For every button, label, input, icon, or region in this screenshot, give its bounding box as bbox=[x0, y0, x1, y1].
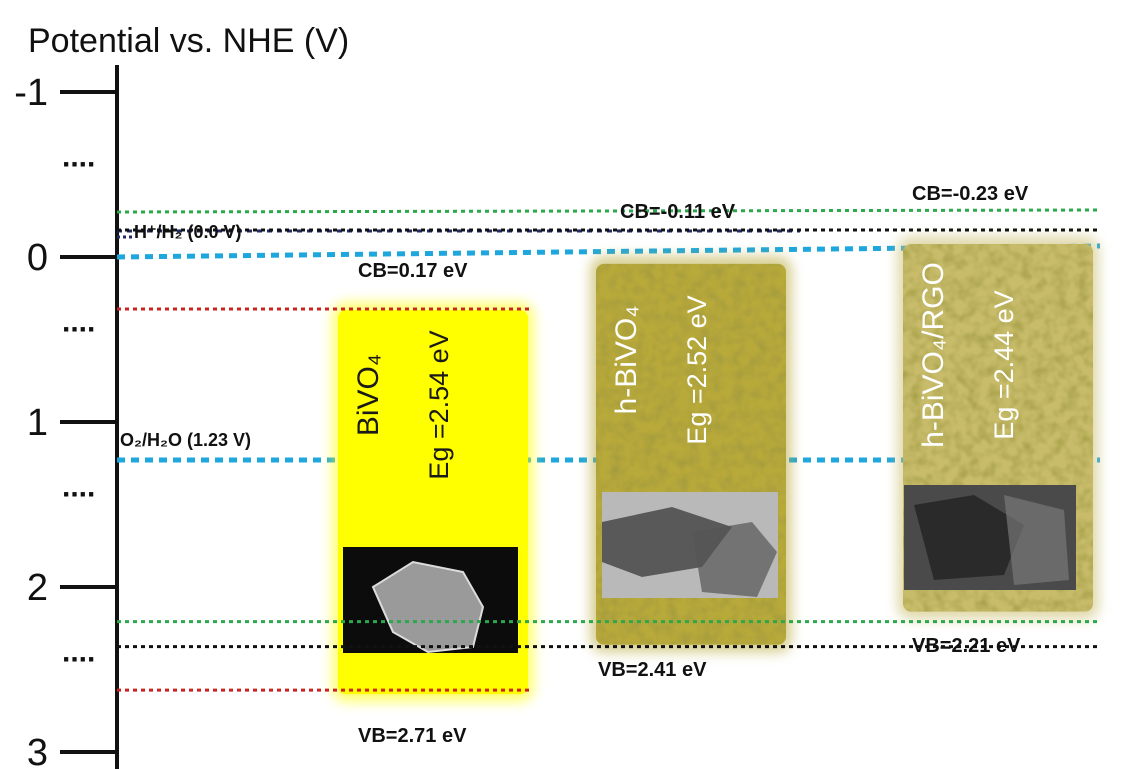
tick-label: 2 bbox=[27, 567, 48, 609]
reference-label: O₂/H₂O (1.23 V) bbox=[120, 430, 251, 450]
band-edge-lines bbox=[116, 208, 1101, 692]
tick-label: 0 bbox=[27, 237, 48, 279]
tick-label: 3 bbox=[27, 732, 48, 769]
material-name: h-BiVO₄/RGO bbox=[917, 262, 950, 448]
cb-line bbox=[116, 208, 1101, 214]
vb-label: VB=2.41 eV bbox=[598, 659, 707, 681]
bandgap-label: Eg =2.52 eV bbox=[682, 295, 712, 444]
material-name: h-BiVO₄ bbox=[610, 306, 643, 415]
micrograph-image bbox=[602, 492, 778, 598]
axis-title: Potential vs. NHE (V) bbox=[28, 22, 349, 60]
axis-ellipsis: .... bbox=[62, 636, 95, 669]
axis-ticks: -1 0 1 2 3................ bbox=[14, 72, 117, 769]
band-labels: CB=0.17 eV VB=2.71 eV BiVO₄ Eg =2.54 eV CB=-… bbox=[352, 183, 1029, 747]
cb-label: CB=-0.23 eV bbox=[912, 183, 1029, 205]
vb-label: VB=2.71 eV bbox=[358, 725, 467, 747]
micrograph-image bbox=[904, 485, 1076, 590]
bandgap-label: Eg =2.44 eV bbox=[989, 290, 1019, 439]
micrograph-image bbox=[343, 547, 518, 654]
cb-label: CB=0.17 eV bbox=[358, 260, 468, 282]
reference-label: H⁺/H₂ (0.0 V) bbox=[134, 222, 242, 242]
material-name: BiVO₄ bbox=[352, 354, 385, 436]
axis-ellipsis: .... bbox=[62, 141, 95, 174]
vb-label: VB=2.21 eV bbox=[912, 635, 1021, 657]
axis-ellipsis: .... bbox=[62, 471, 95, 504]
bandgap-label: Eg =2.54 eV bbox=[424, 330, 454, 479]
tick-label: 1 bbox=[27, 402, 48, 444]
tick-label: -1 bbox=[14, 72, 48, 114]
material-boxes bbox=[332, 236, 1099, 703]
cb-label: CB=-0.11 eV bbox=[620, 201, 736, 223]
axis-ellipsis: .... bbox=[62, 306, 95, 339]
